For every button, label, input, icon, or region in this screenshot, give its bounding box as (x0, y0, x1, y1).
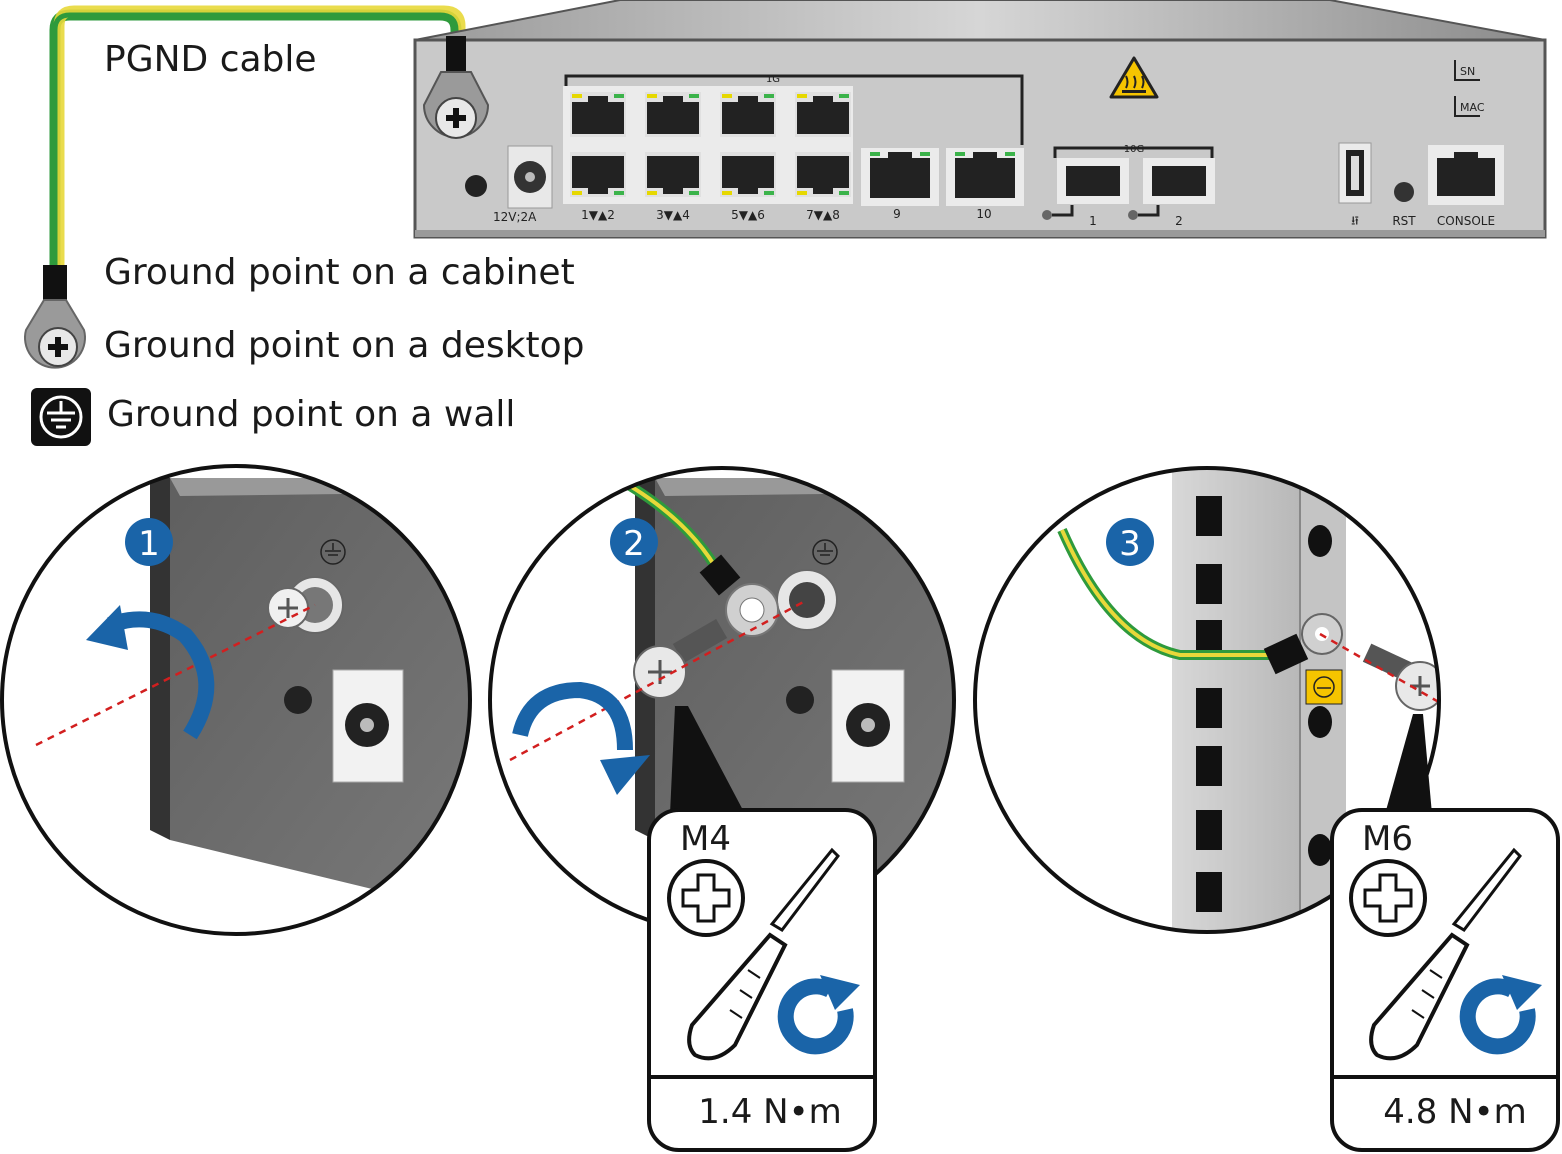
sn-bracket (1454, 60, 1480, 81)
rj45-port[interactable] (570, 92, 626, 137)
rj45-port[interactable] (795, 152, 851, 197)
power-label: 12V;2A (493, 210, 537, 224)
console-label: CONSOLE (1437, 214, 1495, 228)
step-3-detail: 3 (973, 466, 1545, 934)
usb-port[interactable] (1338, 142, 1372, 204)
plus-screw-icon (446, 108, 466, 128)
sfp-1-label: 1 (1089, 214, 1097, 228)
usb-icon: ⭿ (1351, 214, 1359, 228)
port-pair-label: 3▼▲4 (656, 208, 690, 222)
port-pair-label: 7▼▲8 (806, 208, 840, 222)
m4-torque-value: 1.4 N•m (698, 1092, 842, 1132)
port-pair-label: 1▼▲2 (581, 208, 615, 222)
clockwise-arrow-icon (1462, 690, 1545, 770)
step-2-number: 2 (623, 524, 645, 564)
desktop-ground-label: Ground point on a desktop (104, 325, 585, 366)
m6-torque-callout: M6 4.8 N•m (1330, 714, 1560, 1152)
power-led (465, 175, 487, 197)
mac-label: MAC (1460, 101, 1485, 114)
rj45-port[interactable] (720, 92, 776, 137)
counterclockwise-arrow-icon (86, 605, 215, 740)
console-port[interactable] (1428, 145, 1504, 205)
rack-ground-label (1305, 669, 1343, 705)
group-10g-label: 10G (1124, 144, 1144, 155)
m6-torque-value: 4.8 N•m (1383, 1092, 1527, 1132)
rj45-port[interactable] (570, 152, 626, 197)
cabinet-ground-label: Ground point on a cabinet (104, 252, 575, 293)
desktop-ground-icon (38, 327, 78, 367)
step-1-detail: 1 (0, 464, 472, 936)
m6-size-label: M6 (1362, 819, 1413, 859)
tighten-clockwise-icon (777, 975, 860, 1055)
pgnd-cable-label: PGND cable (104, 39, 317, 80)
step-1-number: 1 (138, 524, 160, 564)
rj45-port[interactable] (645, 92, 701, 137)
hot-surface-warning-icon (1109, 56, 1159, 99)
port-pair-label: 5▼▲6 (731, 208, 765, 222)
mac-bracket (1454, 96, 1480, 117)
group-10g-bracket (1053, 146, 1214, 158)
m4-size-label: M4 (680, 819, 731, 859)
port-10-label: 10 (976, 207, 991, 221)
device-ground-lug (422, 36, 490, 139)
ground-symbol-icon (320, 539, 346, 565)
clockwise-arrow-icon (512, 681, 650, 795)
screwdriver-icon (1369, 847, 1522, 1061)
step-1-badge (125, 518, 173, 566)
port-9-label: 9 (893, 207, 901, 221)
step-3-number: 3 (1119, 524, 1141, 564)
phillips-head-icon (1349, 859, 1427, 937)
m4-torque-callout: M4 1.4 N•m (647, 706, 877, 1152)
rj45-port-10[interactable] (946, 148, 1024, 206)
sfp-port-1[interactable] (1042, 158, 1129, 220)
sfp-port-2[interactable] (1128, 158, 1215, 220)
pgnd-cable (49, 5, 466, 270)
rj45-port[interactable] (795, 92, 851, 137)
rst-button[interactable] (1394, 182, 1414, 202)
step-3-badge (1106, 518, 1154, 566)
screwdriver-icon (687, 847, 840, 1061)
wall-ground-label: Ground point on a wall (107, 394, 515, 435)
step-2-badge (610, 518, 658, 566)
rj45-port[interactable] (645, 152, 701, 197)
rj45-ports-1-8 (563, 86, 853, 204)
tighten-clockwise-icon (1459, 975, 1542, 1055)
wall-ground-icon (31, 388, 91, 446)
sfp-2-label: 2 (1175, 214, 1183, 228)
sn-label: SN (1460, 65, 1475, 78)
phillips-head-icon (667, 859, 745, 937)
rj45-port[interactable] (720, 152, 776, 197)
group-1g-label: 1G (766, 74, 780, 85)
ground-symbol-icon (812, 539, 838, 565)
rst-label: RST (1392, 214, 1416, 228)
group-1g-bracket (564, 74, 1024, 145)
rj45-port-9[interactable] (861, 148, 939, 206)
power-socket (507, 145, 553, 209)
